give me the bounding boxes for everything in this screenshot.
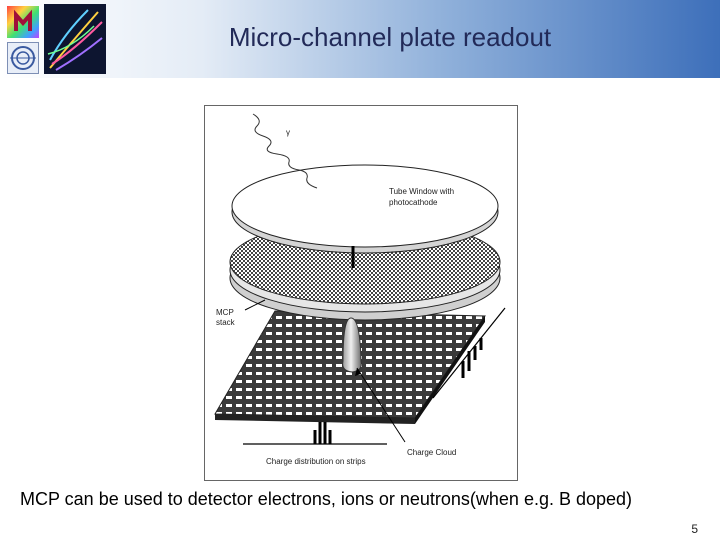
cloud-pointer (356, 367, 406, 443)
gamma-label: γ (286, 128, 290, 137)
mcp-label-line1: MCP (216, 308, 234, 317)
slide-title: Micro-channel plate readout (228, 22, 552, 52)
page-number: 5 (691, 522, 698, 536)
charge-distribution-label: Charge distribution on strips (266, 457, 366, 466)
title-bar: Micro-channel plate readout (0, 0, 720, 78)
window-label-line1: Tube Window with (389, 187, 454, 196)
side-charge-distribution (432, 307, 506, 399)
slide-caption: MCP can be used to detector electrons, i… (20, 489, 633, 509)
mcp-pointer (244, 299, 266, 311)
particle-track-logo (44, 4, 106, 74)
cern-logo (7, 42, 39, 74)
mcp-label-line2: stack (216, 318, 236, 327)
rainbow-logo (7, 6, 39, 38)
charge-cloud-label: Charge Cloud (407, 448, 456, 457)
charge-cloud (342, 317, 362, 373)
mcp-readout-diagram: γ Tube Window with photocathode MCP stac… (204, 105, 518, 481)
photon-path (252, 113, 318, 189)
tube-window (231, 164, 499, 268)
cloud-pointer-arrowhead (355, 368, 361, 376)
bottom-charge-distribution (243, 422, 387, 445)
window-label-line2: photocathode (389, 198, 438, 207)
